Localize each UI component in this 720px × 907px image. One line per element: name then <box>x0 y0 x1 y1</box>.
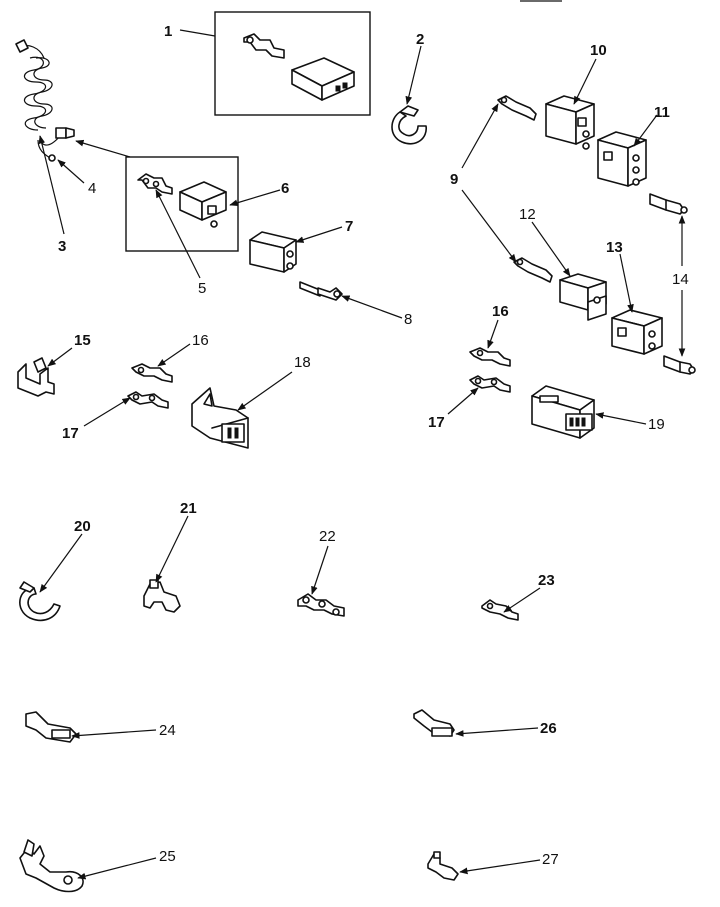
leader-23 <box>503 587 541 613</box>
callout-16-left: 16 <box>192 332 209 349</box>
pin-terminal-9-top <box>497 95 537 121</box>
leader-21 <box>155 515 189 583</box>
terminal-part-1 <box>243 33 285 59</box>
pin-terminal-14-top <box>649 193 688 215</box>
callout-15: 15 <box>74 332 91 349</box>
leader-17-left <box>83 397 131 427</box>
connector-housing-7 <box>249 231 297 273</box>
leader-19 <box>595 412 647 425</box>
wire-clip-20 <box>19 581 61 622</box>
spade-terminal-24 <box>25 711 77 743</box>
callout-8: 8 <box>404 311 412 328</box>
callout-7: 7 <box>345 218 353 235</box>
terminal-16-left <box>131 363 173 383</box>
callout-23: 23 <box>538 572 555 589</box>
leader-25 <box>77 857 157 880</box>
callout-17-left: 17 <box>62 425 79 442</box>
pin-terminal-8 <box>299 281 343 301</box>
leader-26 <box>455 727 539 737</box>
leader-9-down <box>461 189 517 263</box>
connector-housing-6 <box>179 181 227 228</box>
leader-1 <box>179 29 216 37</box>
leader-22 <box>311 545 329 595</box>
kit-box-1 <box>214 11 371 116</box>
leader-11 <box>633 114 658 147</box>
callout-14: 14 <box>672 271 689 288</box>
connector-housing-12 <box>559 273 607 321</box>
leader-16-right <box>487 319 499 349</box>
leader-10 <box>573 58 597 105</box>
callout-21: 21 <box>180 500 197 517</box>
leader-13 <box>619 253 634 313</box>
callout-10: 10 <box>590 42 607 59</box>
leader-2 <box>405 45 422 105</box>
leader-15 <box>47 347 73 367</box>
bracket-clip-15 <box>17 357 55 397</box>
callout-16-right: 16 <box>492 303 509 320</box>
callout-12: 12 <box>519 206 536 223</box>
callout-2: 2 <box>416 31 424 48</box>
pin-terminal-9-bottom <box>513 257 553 283</box>
leader-20 <box>39 533 83 593</box>
callout-27: 27 <box>542 851 559 868</box>
leader-3 <box>38 135 65 235</box>
leader-to-box-6 <box>75 139 131 158</box>
leader-16-left <box>157 343 191 367</box>
callout-5: 5 <box>198 280 206 297</box>
callout-9: 9 <box>450 171 458 188</box>
terminal-16-right <box>469 347 511 367</box>
callout-26: 26 <box>540 720 557 737</box>
wire-harness-3 <box>15 39 75 162</box>
callout-24: 24 <box>159 722 176 739</box>
terminal-part-5 <box>137 173 173 195</box>
connector-housing-19 <box>531 385 595 439</box>
connector-housing-10 <box>545 95 595 150</box>
terminal-clamp-21 <box>143 579 181 613</box>
callout-1: 1 <box>164 23 172 40</box>
leader-8 <box>341 295 403 319</box>
connector-housing-1 <box>291 57 355 101</box>
callout-19: 19 <box>648 416 665 433</box>
terminal-17-right <box>469 375 511 393</box>
leader-6 <box>229 189 281 207</box>
terminal-17-left <box>127 391 169 409</box>
spade-terminal-26 <box>413 709 455 737</box>
leader-9-up <box>461 103 499 169</box>
leader-27 <box>459 859 541 875</box>
terminal-23 <box>481 599 519 621</box>
callout-18: 18 <box>294 354 311 371</box>
callout-4: 4 <box>88 180 96 197</box>
callout-6: 6 <box>281 180 289 197</box>
callout-13: 13 <box>606 239 623 256</box>
cable-clamp-2 <box>391 105 427 145</box>
leader-12 <box>531 221 571 277</box>
connector-housing-13 <box>611 309 663 355</box>
callout-22: 22 <box>319 528 336 545</box>
callout-25: 25 <box>159 848 176 865</box>
leader-4 <box>57 159 85 184</box>
leader-24 <box>71 729 157 739</box>
leader-5 <box>155 189 201 279</box>
callout-17-right: 17 <box>428 414 445 431</box>
pin-terminal-14-bottom <box>663 355 696 375</box>
leader-7 <box>295 226 343 243</box>
callout-20: 20 <box>74 518 91 535</box>
callout-3: 3 <box>58 238 66 255</box>
terminal-27 <box>427 851 459 881</box>
callout-11: 11 <box>654 104 670 121</box>
terminal-22 <box>297 593 345 617</box>
leader-18 <box>237 371 293 411</box>
leader-17-right <box>447 387 479 415</box>
ring-terminal-25 <box>19 839 84 893</box>
connector-housing-18 <box>191 387 249 449</box>
